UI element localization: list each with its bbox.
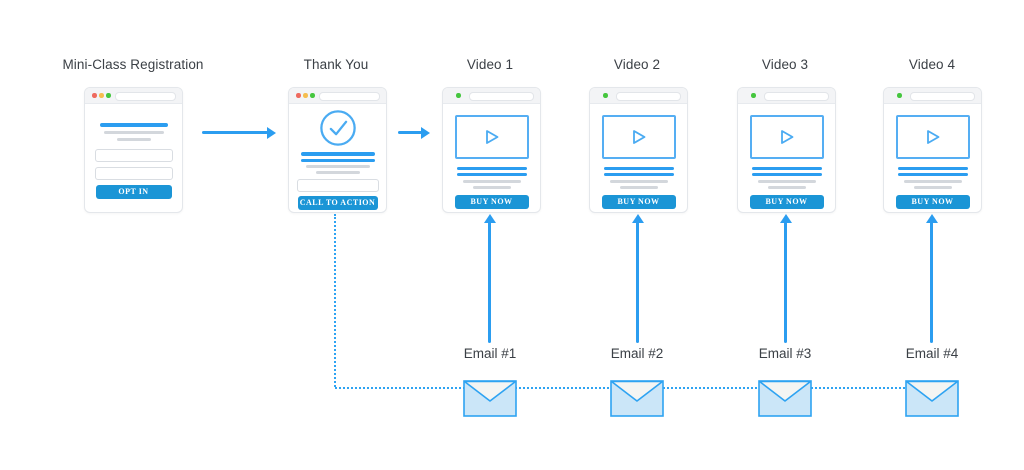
video-1-window: BUY NOW <box>442 87 541 213</box>
heading-line <box>300 159 375 162</box>
text-line <box>609 180 668 183</box>
video-player <box>749 115 824 159</box>
window-titlebar <box>884 88 981 104</box>
play-icon <box>485 130 498 144</box>
email-3-label: Email #3 <box>758 346 812 361</box>
video-2-window: BUY NOW <box>589 87 688 213</box>
text-line <box>462 180 521 183</box>
arrow-up-icon <box>483 214 496 343</box>
url-bar <box>764 91 829 101</box>
text-line <box>116 138 151 141</box>
heading-line <box>603 173 674 176</box>
window-titlebar <box>738 88 835 104</box>
url-bar <box>115 91 176 101</box>
heading-line <box>751 167 822 170</box>
check-circle-icon <box>319 110 356 146</box>
form-field <box>94 149 173 162</box>
window-titlebar <box>443 88 540 104</box>
thank-you-label: Thank You <box>303 57 369 72</box>
video-3-label: Video 3 <box>761 57 809 72</box>
buy-now-button: BUY NOW <box>454 195 529 209</box>
text-line <box>472 186 511 189</box>
window-titlebar <box>590 88 687 104</box>
window-titlebar <box>85 88 182 104</box>
email-4-label: Email #4 <box>905 346 959 361</box>
video-4-window: BUY NOW <box>883 87 982 213</box>
window-titlebar <box>289 88 386 104</box>
envelope-icon <box>610 380 664 417</box>
dotted-connector <box>334 214 336 387</box>
envelope-icon <box>905 380 959 417</box>
video-3-window: BUY NOW <box>737 87 836 213</box>
form-field <box>296 179 379 192</box>
window-control-yellow-icon <box>99 93 104 98</box>
text-line <box>903 180 962 183</box>
url-bar <box>319 91 380 101</box>
form-field <box>94 167 173 180</box>
url-bar <box>616 91 681 101</box>
text-line <box>305 165 370 168</box>
thank-you-window: CALL TO ACTION <box>288 87 387 213</box>
window-control-green-icon <box>603 93 608 98</box>
url-bar <box>910 91 975 101</box>
arrow-up-icon <box>631 214 644 343</box>
email-2-label: Email #2 <box>610 346 664 361</box>
opt-in-button: OPT IN <box>95 185 172 199</box>
video-player <box>601 115 676 159</box>
window-control-green-icon <box>897 93 902 98</box>
play-icon <box>632 130 645 144</box>
url-bar <box>469 91 534 101</box>
video-player <box>895 115 970 159</box>
heading-line <box>456 173 527 176</box>
heading-line <box>300 152 375 156</box>
buy-now-button: BUY NOW <box>895 195 970 209</box>
heading-line <box>897 167 968 170</box>
arrow-right-icon <box>398 126 430 139</box>
video-4-label: Video 4 <box>908 57 956 72</box>
window-control-red-icon <box>296 93 301 98</box>
text-line <box>315 171 360 174</box>
video-2-label: Video 2 <box>613 57 661 72</box>
text-line <box>767 186 806 189</box>
heading-line <box>99 123 168 127</box>
envelope-icon <box>463 380 517 417</box>
window-control-green-icon <box>751 93 756 98</box>
buy-now-button: BUY NOW <box>601 195 676 209</box>
window-control-green-icon <box>106 93 111 98</box>
text-line <box>757 180 816 183</box>
window-control-green-icon <box>456 93 461 98</box>
window-control-green-icon <box>310 93 315 98</box>
registration-window: OPT IN <box>84 87 183 213</box>
text-line <box>913 186 952 189</box>
email-1-label: Email #1 <box>463 346 517 361</box>
play-icon <box>926 130 939 144</box>
video-player <box>454 115 529 159</box>
text-line <box>619 186 658 189</box>
heading-line <box>603 167 674 170</box>
play-icon <box>780 130 793 144</box>
window-control-yellow-icon <box>303 93 308 98</box>
window-control-red-icon <box>92 93 97 98</box>
heading-line <box>897 173 968 176</box>
arrow-up-icon <box>779 214 792 343</box>
buy-now-button: BUY NOW <box>749 195 824 209</box>
arrow-right-icon <box>202 126 276 139</box>
heading-line <box>456 167 527 170</box>
heading-line <box>751 173 822 176</box>
registration-label: Mini-Class Registration <box>62 57 204 72</box>
text-line <box>103 131 164 134</box>
arrow-up-icon <box>925 214 938 343</box>
envelope-icon <box>758 380 812 417</box>
call-to-action-button: CALL TO ACTION <box>297 196 378 210</box>
video-1-label: Video 1 <box>466 57 514 72</box>
